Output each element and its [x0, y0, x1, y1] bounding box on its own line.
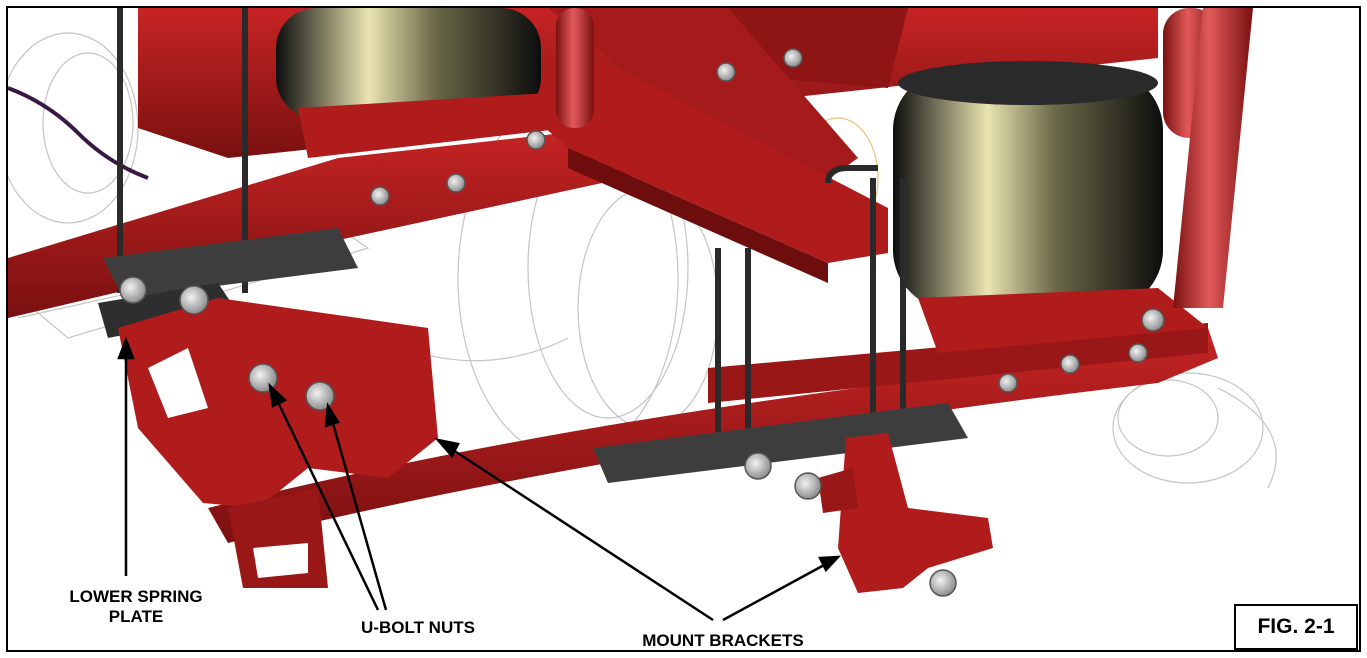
callout-lower-spring-plate: LOWER SPRING PLATE: [46, 587, 226, 627]
callout-mount-brackets: MOUNT BRACKETS: [642, 631, 804, 650]
shock-left: [556, 8, 594, 128]
callout-lower-spring-plate-line1: LOWER SPRING: [69, 587, 203, 606]
mount-bracket-right: [818, 433, 993, 593]
suspension-illustration: [8, 8, 1277, 622]
diagram-frame: LOWER SPRING PLATE U-BOLT NUTS MOUNT BRA…: [6, 6, 1361, 652]
lower-spring-plate-right: [593, 403, 968, 483]
u-bolt-nut-icons: [119, 48, 1165, 597]
callout-u-bolt-nuts: U-BOLT NUTS: [361, 618, 475, 637]
wire-harness: [8, 86, 149, 180]
figure-label: FIG. 2-1: [1257, 615, 1335, 638]
lower-beam-right: [708, 323, 1208, 403]
mount-bracket-left: [118, 298, 438, 588]
callout-lower-spring-plate-line2: PLATE: [108, 607, 164, 626]
shock-right: [1173, 8, 1253, 308]
air-bag-left: [276, 8, 568, 158]
air-bag-right: [893, 61, 1208, 353]
figure-label-box: FIG. 2-1: [1234, 604, 1358, 650]
leader-lines: [117, 336, 842, 622]
